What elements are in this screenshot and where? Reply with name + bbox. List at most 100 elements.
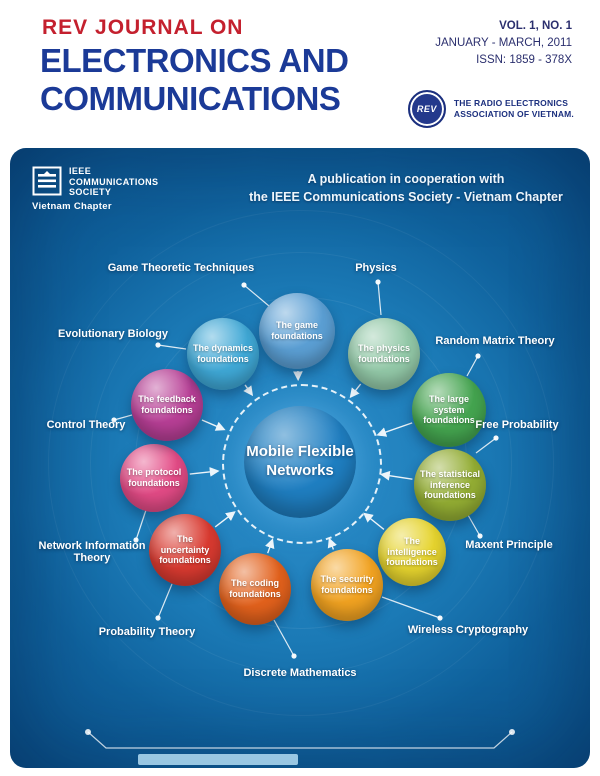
cooperation-line2: the IEEE Communications Society - Vietna… — [249, 190, 563, 204]
foundation-bubble-label: The game foundations — [271, 320, 323, 341]
inward-arrow — [243, 384, 254, 397]
cover-panel: IEEE COMMUNICATIONS SOCIETY Vietnam Chap… — [10, 148, 590, 768]
foundation-bubble-label: The large system foundations — [423, 393, 475, 426]
rev-association-logo-icon: REV — [407, 90, 446, 128]
journal-title-line1: ELECTRONICS AND — [40, 42, 349, 79]
label-connector — [135, 509, 147, 541]
inward-arrow — [379, 470, 413, 481]
label-connector — [157, 344, 187, 350]
label-connector — [381, 596, 441, 619]
connector-dot — [375, 279, 381, 285]
inward-arrow — [363, 512, 385, 530]
journal-kicker: REV JOURNAL ON — [42, 16, 244, 39]
foundation-bubble: The physics foundations — [348, 318, 420, 390]
journal-title-line2: COMMUNICATIONS — [40, 80, 341, 117]
field-label: Wireless Cryptography — [407, 624, 529, 636]
central-topic-line1: Mobile Flexible — [246, 443, 354, 461]
foundation-bubble-label: The physics foundations — [357, 343, 411, 364]
connector-dot — [493, 435, 499, 441]
field-label: Network Information Theory — [38, 540, 146, 564]
connector-dot — [477, 533, 483, 539]
field-label: Control Theory — [46, 419, 126, 431]
inward-arrow — [214, 511, 236, 528]
field-label: Evolutionary Biology — [57, 328, 169, 340]
foundation-bubble-label: The statistical inference foundations — [419, 468, 481, 501]
foundation-bubble: The large system foundations — [412, 373, 486, 447]
foundation-bubble: The statistical inference foundations — [414, 449, 486, 521]
inward-arrow — [189, 467, 220, 477]
inward-arrow — [265, 538, 275, 554]
connector-dot — [291, 653, 297, 659]
foundation-bubble-label: The feedback foundations — [138, 394, 196, 415]
field-label: Game Theoretic Techniques — [107, 262, 255, 274]
foundation-bubble: The game foundations — [259, 293, 335, 369]
foundation-bubble: The feedback foundations — [131, 369, 203, 441]
foundation-bubble: The security foundations — [311, 549, 383, 621]
connector-dot — [241, 282, 247, 288]
foundation-bubble: The protocol foundations — [120, 444, 188, 512]
circuit-node-dot — [85, 729, 91, 735]
connector-dot — [155, 615, 161, 621]
field-label: Physics — [355, 262, 397, 274]
inward-arrow — [349, 383, 362, 399]
diagram-lines-layer — [85, 279, 515, 765]
issue-period: JANUARY - MARCH, 2011 — [435, 37, 572, 49]
label-connector — [243, 284, 270, 307]
association-name: THE RADIO ELECTRONICS ASSOCIATION OF VIE… — [454, 98, 574, 120]
foundation-bubble: The intelligence foundations — [378, 518, 446, 586]
label-connector — [467, 514, 481, 537]
badge-chapter: Vietnam Chapter — [32, 200, 112, 212]
foundation-bubble-label: The security foundations — [320, 574, 374, 595]
dashed-orbit-circle — [222, 384, 382, 544]
badge-org-line2: COMMUNICATIONS — [69, 176, 159, 187]
connector-dot — [475, 353, 481, 359]
label-connector — [157, 583, 173, 619]
field-label: Maxent Principle — [465, 539, 553, 551]
badge-org-line3: SOCIETY — [69, 187, 112, 197]
inward-arrow — [327, 537, 337, 550]
rev-logo-text: REV — [416, 104, 437, 114]
connector-dot — [155, 342, 161, 348]
ieee-comsoc-text: IEEE COMMUNICATIONS SOCIETY — [69, 166, 158, 198]
foundation-bubble-label: The intelligence foundations — [386, 535, 438, 568]
label-connector — [377, 281, 382, 316]
ieee-comsoc-badge: IEEE COMMUNICATIONS SOCIETY Vietnam Chap… — [32, 166, 158, 212]
label-connector — [113, 414, 133, 421]
field-label: Probability Theory — [98, 626, 196, 638]
central-topic-circle: Mobile Flexible Networks — [244, 406, 356, 518]
foundation-bubble-label: The dynamics foundations — [192, 343, 254, 364]
field-label: Free Probability — [475, 419, 559, 431]
journal-header: REV JOURNAL ON ELECTRONICS AND COMMUNICA… — [0, 0, 600, 148]
label-connector — [475, 437, 497, 454]
inward-arrow — [201, 419, 226, 431]
foundation-bubble-label: The protocol foundations — [126, 467, 182, 488]
association-block: REV THE RADIO ELECTRONICS ASSOCIATION OF… — [407, 90, 574, 128]
field-label: Random Matrix Theory — [435, 335, 555, 347]
foundation-bubble: The uncertainty foundations — [149, 514, 221, 586]
circuit-trace-decoration — [87, 731, 513, 749]
inward-arrow — [376, 422, 413, 437]
issue-volume: VOL. 1, NO. 1 — [499, 20, 572, 32]
field-label: Discrete Mathematics — [243, 667, 357, 679]
foundations-diagram: Mobile Flexible Networks The game founda… — [10, 148, 590, 768]
foundation-bubble: The dynamics foundations — [187, 318, 259, 390]
foundation-bubble-label: The coding foundations — [229, 578, 281, 599]
connector-dot — [133, 537, 139, 543]
issue-info: VOL. 1, NO. 1 JANUARY - MARCH, 2011 ISSN… — [435, 18, 572, 69]
label-connector — [466, 355, 479, 377]
circuit-node-dot — [509, 729, 515, 735]
footer-strip — [138, 754, 298, 765]
foundation-bubble: The coding foundations — [219, 553, 291, 625]
foundation-bubble-label: The uncertainty foundations — [159, 533, 211, 566]
cooperation-note: A publication in cooperation with the IE… — [238, 170, 574, 206]
label-connector — [273, 619, 295, 657]
connector-dot — [437, 615, 443, 621]
association-name-line1: THE RADIO ELECTRONICS — [453, 98, 569, 108]
ieee-comsoc-logo-icon — [32, 166, 62, 196]
association-name-line2: ASSOCIATION OF VIETNAM. — [453, 109, 574, 119]
connector-dot — [111, 417, 117, 423]
cooperation-line1: A publication in cooperation with — [307, 172, 505, 186]
central-topic-line2: Networks — [266, 462, 334, 479]
badge-org-line1: IEEE — [69, 166, 92, 176]
issue-issn: ISSN: 1859 - 378X — [476, 54, 572, 66]
